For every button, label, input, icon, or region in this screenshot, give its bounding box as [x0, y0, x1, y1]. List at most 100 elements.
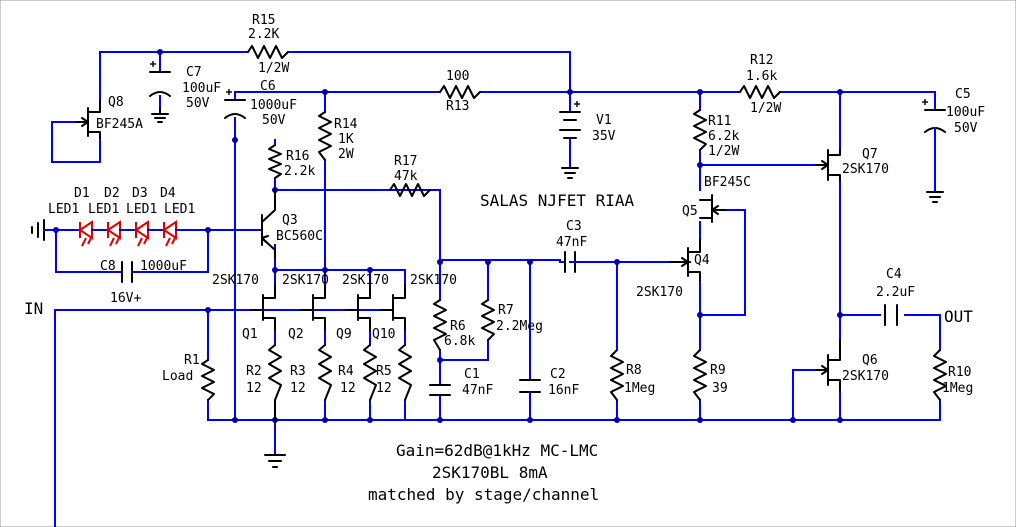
d3-ref: D3: [132, 186, 148, 201]
r12-ref: R12: [750, 53, 773, 68]
r9-ref: R9: [710, 363, 726, 378]
c6-ref: C6: [260, 79, 276, 94]
r11-power: 1/2W: [708, 144, 739, 159]
d3-part: LED1: [126, 202, 157, 217]
q3-bjt-icon: [261, 189, 276, 259]
r14-power: 2W: [338, 147, 354, 162]
r3-symbol: [318, 344, 332, 401]
d4-part: LED1: [164, 202, 195, 217]
r3-ref: R3: [290, 364, 306, 379]
c8-value: 1000uF: [140, 259, 187, 274]
note-gain: Gain=62dB@1kHz MC-LMC: [396, 441, 598, 460]
capacitor-symbols: [121, 61, 946, 401]
c3-symbol: [559, 251, 581, 273]
c6-symbol: [224, 89, 246, 119]
c5-value: 100uF: [946, 105, 985, 120]
ground-icon: [264, 454, 286, 468]
q10-jfet-icon: [380, 284, 406, 331]
d1-part: LED1: [48, 202, 79, 217]
r9-value: 39: [712, 381, 728, 396]
q10-ref: Q10: [372, 327, 395, 342]
q3-part: BC560C: [276, 229, 323, 244]
q1-part: 2SK170: [212, 273, 259, 288]
r7-symbol: [481, 299, 495, 341]
r15-ref: R15: [252, 13, 275, 28]
note-part: 2SK170BL 8mA: [432, 463, 548, 482]
d1-ref: D1: [74, 186, 90, 201]
r14-value: 1K: [338, 132, 354, 147]
q2-jfet-icon: [300, 284, 326, 331]
c8-voltage: 16V+: [110, 291, 141, 306]
r13-value: 100: [446, 69, 469, 84]
r1-symbol: [201, 359, 215, 401]
q7-ref: Q7: [862, 147, 878, 162]
annotations: SALAS NJFET RIAA IN OUT Gain=62dB@1kHz M…: [24, 191, 973, 504]
r11-ref: R11: [708, 114, 731, 129]
r1-value: Load: [162, 369, 193, 384]
r17-symbol: [389, 183, 431, 197]
input-label: IN: [24, 299, 43, 318]
r5-ref: R5: [376, 364, 392, 379]
q2-ref: Q2: [288, 327, 304, 342]
wires: [51, 51, 941, 527]
r12-power: 1/2W: [750, 101, 781, 116]
v1-battery-symbol: [559, 101, 581, 169]
led-string: [73, 220, 187, 247]
v1-ref: V1: [596, 113, 612, 128]
d2-part: LED1: [88, 202, 119, 217]
r17-value: 47k: [394, 169, 418, 184]
r13-ref: R13: [446, 99, 469, 114]
r16-ref: R16: [286, 149, 309, 164]
r10-ref: R10: [948, 365, 971, 380]
c7-voltage: 50V: [186, 96, 210, 111]
r2-ref: R2: [246, 364, 262, 379]
q8-ref: Q8: [108, 95, 124, 110]
r4-ref: R4: [338, 364, 354, 379]
q5-part: BF245C: [704, 175, 751, 190]
r3-value: 12: [290, 381, 306, 396]
q1-ref: Q1: [242, 327, 258, 342]
note-matching: matched by stage/channel: [368, 485, 599, 504]
c5-symbol: [922, 99, 946, 193]
r2-symbol: [268, 344, 282, 421]
ground-icon: [561, 167, 579, 179]
c1-symbol: [429, 384, 451, 396]
r14-ref: R14: [334, 117, 358, 132]
r6-symbol: [433, 299, 447, 351]
r8-value: 1Meg: [624, 381, 655, 396]
d4-ref: D4: [160, 186, 176, 201]
c8-ref: C8: [100, 259, 116, 274]
c2-ref: C2: [550, 367, 566, 382]
resistor-symbols: [201, 45, 947, 421]
v1-value: 35V: [592, 129, 616, 144]
r12-symbol: [739, 85, 781, 99]
c7-ref: C7: [186, 65, 202, 80]
r15-power: 1/2W: [258, 61, 289, 76]
q8-jfet-icon: [75, 99, 101, 139]
r12-value: 1.6k: [746, 69, 777, 84]
r15-value: 2.2K: [248, 27, 279, 42]
r10-value: 1Meg: [942, 381, 973, 396]
r6-value: 6.8k: [444, 334, 475, 349]
q9-jfet-icon: [345, 284, 371, 331]
r9-symbol: [693, 349, 707, 401]
d2-ref: D2: [104, 186, 120, 201]
c4-value: 2.2uF: [876, 285, 915, 300]
r16-value: 2.2k: [284, 164, 315, 179]
component-labels: R15 2.2K 1/2W C7 100uF 50V Q8 BF245A C6 …: [48, 13, 985, 398]
d4-led-icon: [162, 220, 177, 247]
r5-symbol: [398, 344, 412, 401]
r17-ref: R17: [394, 154, 417, 169]
r6-ref: R6: [450, 319, 466, 334]
r7-value: 2.2Meg: [496, 319, 543, 334]
c4-ref: C4: [886, 267, 902, 282]
c3-value: 47nF: [556, 235, 587, 250]
r11-value: 6.2k: [708, 129, 739, 144]
c2-value: 16nF: [548, 383, 579, 398]
q5-jfet-icon: [699, 194, 726, 223]
ground-icon: [151, 107, 169, 123]
output-label: OUT: [944, 307, 973, 326]
c1-ref: C1: [464, 367, 480, 382]
